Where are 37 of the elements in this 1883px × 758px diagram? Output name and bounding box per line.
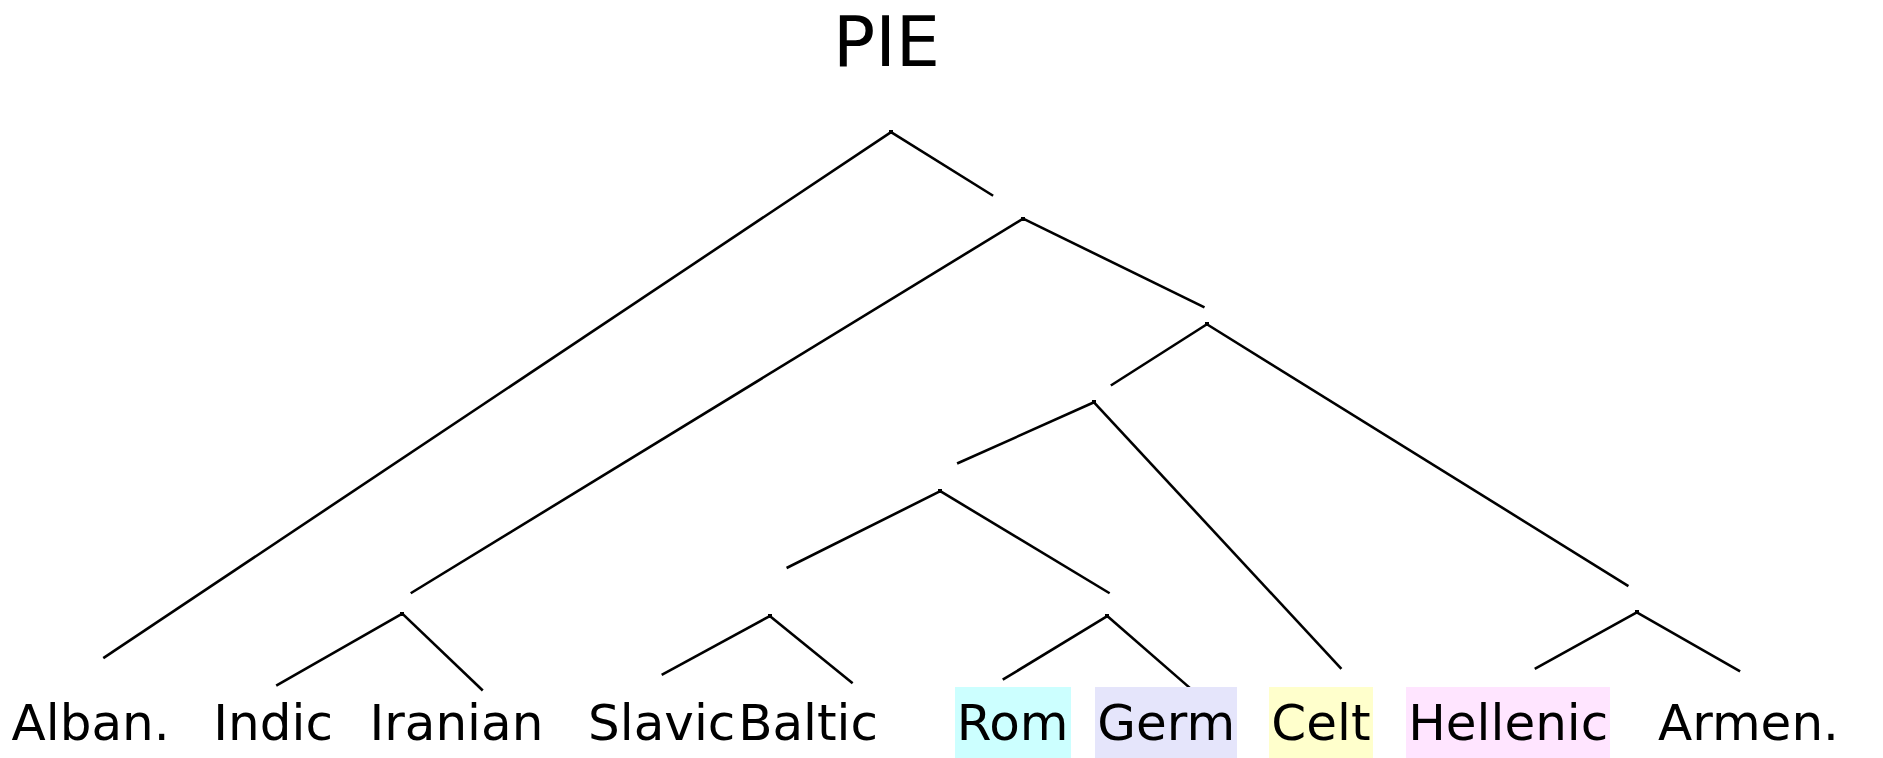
language-label: Indic (212, 692, 334, 754)
branch-point (767, 614, 772, 619)
tree-branch-line (410, 217, 1024, 595)
branch-point (400, 611, 405, 616)
tree-branch-line (768, 615, 854, 685)
language-label: Slavic (587, 692, 737, 754)
language-label: Alban. (10, 692, 171, 754)
tree-branch-line (939, 490, 1111, 595)
tree-branch-line (1002, 614, 1108, 681)
branch-point (1634, 610, 1639, 615)
tree-branch-line (1206, 323, 1630, 588)
tree-branch-line (401, 612, 484, 692)
tree-branch-line (1093, 401, 1343, 670)
tree-branch-line (1022, 217, 1206, 309)
branch-point (1105, 614, 1110, 619)
language-label: Iranian (368, 692, 545, 754)
branch-point (938, 489, 943, 494)
language-label: Germ (1095, 686, 1238, 758)
branch-point (889, 130, 894, 135)
language-label: Hellenic (1406, 686, 1611, 758)
language-label: Baltic (737, 692, 879, 754)
tree-branch-line (786, 490, 941, 570)
tree-branch-line (956, 401, 1095, 465)
tree-branch-line (890, 131, 994, 197)
language-label: Celt (1269, 686, 1373, 758)
branch-point (1092, 400, 1096, 405)
branch-point (1021, 216, 1026, 221)
tree-branch-line (102, 131, 892, 660)
tree-branch-line (1636, 611, 1741, 673)
tree-branch-line (1534, 611, 1638, 671)
tree-branch-line (661, 614, 771, 677)
diagram-title: PIE (831, 0, 942, 84)
tree-branch-line (275, 612, 403, 687)
tree-branch-line (1110, 323, 1208, 387)
language-label: Rom (954, 686, 1071, 758)
branch-point (1204, 322, 1209, 327)
language-label: Armen. (1657, 692, 1840, 754)
